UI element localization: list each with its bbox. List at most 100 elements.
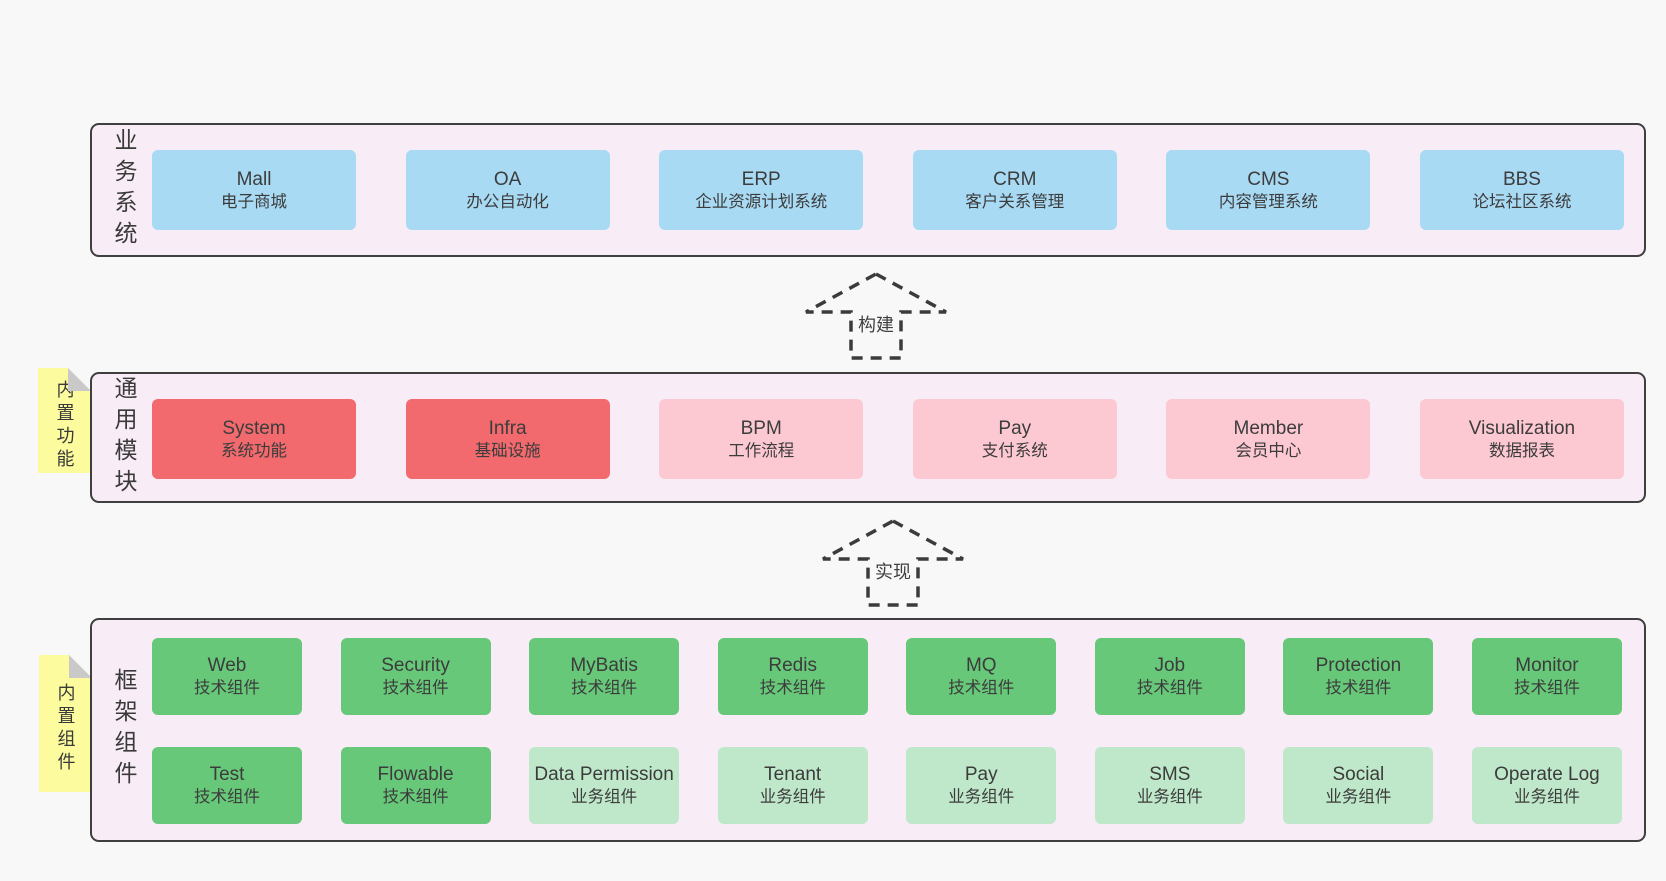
box-subtitle: 技术组件	[1513, 679, 1580, 698]
component-box-social: Social 业务组件	[1283, 747, 1434, 824]
layer-label-business-systems: 业务系统	[111, 128, 137, 252]
box-title: Tenant	[764, 764, 822, 786]
box-subtitle: 业务组件	[1325, 788, 1392, 807]
component-box-sms: SMS 业务组件	[1094, 747, 1245, 824]
box-subtitle: 技术组件	[1136, 679, 1203, 698]
box-title: Web	[207, 655, 247, 677]
box-subtitle: 业务组件	[948, 788, 1015, 807]
box-subtitle: 客户关系管理	[965, 192, 1065, 211]
box-title: MyBatis	[570, 655, 638, 677]
component-box-mq: MQ 技术组件	[906, 638, 1057, 715]
box-title: Flowable	[377, 764, 454, 786]
component-box-test: Test 技术组件	[152, 747, 302, 824]
box-title: Monitor	[1515, 655, 1579, 677]
sticky-note-built-in-components: 内置组件	[39, 655, 92, 792]
box-title: Pay	[998, 417, 1032, 439]
sticky-note-text: 内置组件	[55, 682, 76, 775]
build-arrow: 构建	[805, 272, 947, 360]
box-title: CMS	[1247, 168, 1290, 190]
box-title: Protection	[1315, 655, 1402, 677]
box-title: ERP	[741, 168, 781, 190]
component-box-pay: Pay 支付系统	[912, 399, 1117, 479]
sticky-note-built-in-features: 内置功能	[38, 368, 91, 473]
box-subtitle: 系统功能	[221, 441, 287, 460]
component-box-bbs: BBS 论坛社区系统	[1419, 150, 1624, 230]
box-title: Member	[1233, 417, 1304, 439]
box-subtitle: 业务组件	[571, 788, 638, 807]
box-title: Data Permission	[534, 764, 674, 786]
box-subtitle: 工作流程	[728, 441, 795, 460]
component-box-member: Member 会员中心	[1166, 399, 1371, 479]
box-title: CRM	[993, 168, 1037, 190]
arrow-label: 构建	[858, 315, 894, 335]
component-box-monitor: Monitor 技术组件	[1471, 638, 1622, 715]
box-title: MQ	[965, 655, 997, 677]
component-box-job: Job 技术组件	[1094, 638, 1245, 715]
component-box-oa: OA 办公自动化	[405, 150, 610, 230]
component-box-redis: Redis 技术组件	[717, 638, 868, 715]
component-box-erp: ERP 企业资源计划系统	[659, 150, 864, 230]
box-subtitle: 企业资源计划系统	[695, 192, 828, 211]
component-box-security: Security 技术组件	[340, 638, 491, 715]
box-subtitle: 技术组件	[194, 679, 260, 698]
box-title: Job	[1154, 655, 1186, 677]
component-box-web: Web 技术组件	[152, 638, 302, 715]
box-title: Social	[1332, 764, 1385, 786]
component-box-flowable: Flowable 技术组件	[340, 747, 491, 824]
box-title: SMS	[1149, 764, 1191, 786]
box-subtitle: 支付系统	[981, 441, 1048, 460]
box-title: BBS	[1502, 168, 1541, 190]
box-subtitle: 论坛社区系统	[1472, 192, 1572, 211]
box-subtitle: 技术组件	[382, 788, 449, 807]
sticky-note-text: 内置功能	[54, 379, 75, 472]
box-title: Security	[381, 655, 450, 677]
box-title: Pay	[964, 764, 998, 786]
box-subtitle: 办公自动化	[466, 192, 549, 211]
up-arrow-icon	[822, 519, 964, 607]
box-subtitle: 业务组件	[1136, 788, 1203, 807]
fold-corner-icon	[68, 368, 91, 391]
box-subtitle: 数据报表	[1488, 441, 1555, 460]
box-subtitle: 技术组件	[194, 788, 260, 807]
component-box-mybatis: MyBatis 技术组件	[529, 638, 680, 715]
component-box-data-permission: Data Permission 业务组件	[529, 747, 680, 824]
fold-corner-icon	[69, 655, 92, 678]
box-subtitle: 基础设施	[474, 441, 541, 460]
box-subtitle: 内容管理系统	[1218, 192, 1318, 211]
component-box-bpm: BPM 工作流程	[659, 399, 864, 479]
box-title: System	[222, 417, 286, 439]
box-title: Operate Log	[1494, 764, 1600, 786]
box-title: Infra	[488, 417, 527, 439]
box-subtitle: 技术组件	[571, 679, 638, 698]
up-arrow-icon	[805, 272, 947, 360]
box-title: OA	[493, 168, 522, 190]
layer-label-common-modules: 通用模块	[111, 375, 137, 500]
component-box-system: System 系统功能	[152, 399, 356, 479]
box-subtitle: 技术组件	[382, 679, 449, 698]
component-box-tenant: Tenant 业务组件	[717, 747, 868, 824]
component-box-pay: Pay 业务组件	[906, 747, 1057, 824]
layer-label-framework-components: 框架组件	[111, 668, 137, 792]
box-subtitle: 技术组件	[1325, 679, 1392, 698]
box-subtitle: 技术组件	[948, 679, 1015, 698]
box-title: Test	[209, 764, 245, 786]
arrow-label: 实现	[875, 562, 911, 582]
component-box-cms: CMS 内容管理系统	[1166, 150, 1371, 230]
component-box-operate-log: Operate Log 业务组件	[1471, 747, 1622, 824]
layer-common-modules: 通用模块 System 系统功能 Infra 基础设施 BPM 工作流程 Pay 支付系统 Me…	[90, 372, 1646, 503]
component-box-infra: Infra 基础设施	[405, 399, 610, 479]
box-subtitle: 技术组件	[759, 679, 826, 698]
box-subtitle: 会员中心	[1235, 441, 1302, 460]
box-subtitle: 业务组件	[759, 788, 826, 807]
box-title: Redis	[768, 655, 817, 677]
box-subtitle: 业务组件	[1513, 788, 1580, 807]
box-title: BPM	[740, 417, 782, 439]
box-title: Mall	[236, 168, 272, 190]
